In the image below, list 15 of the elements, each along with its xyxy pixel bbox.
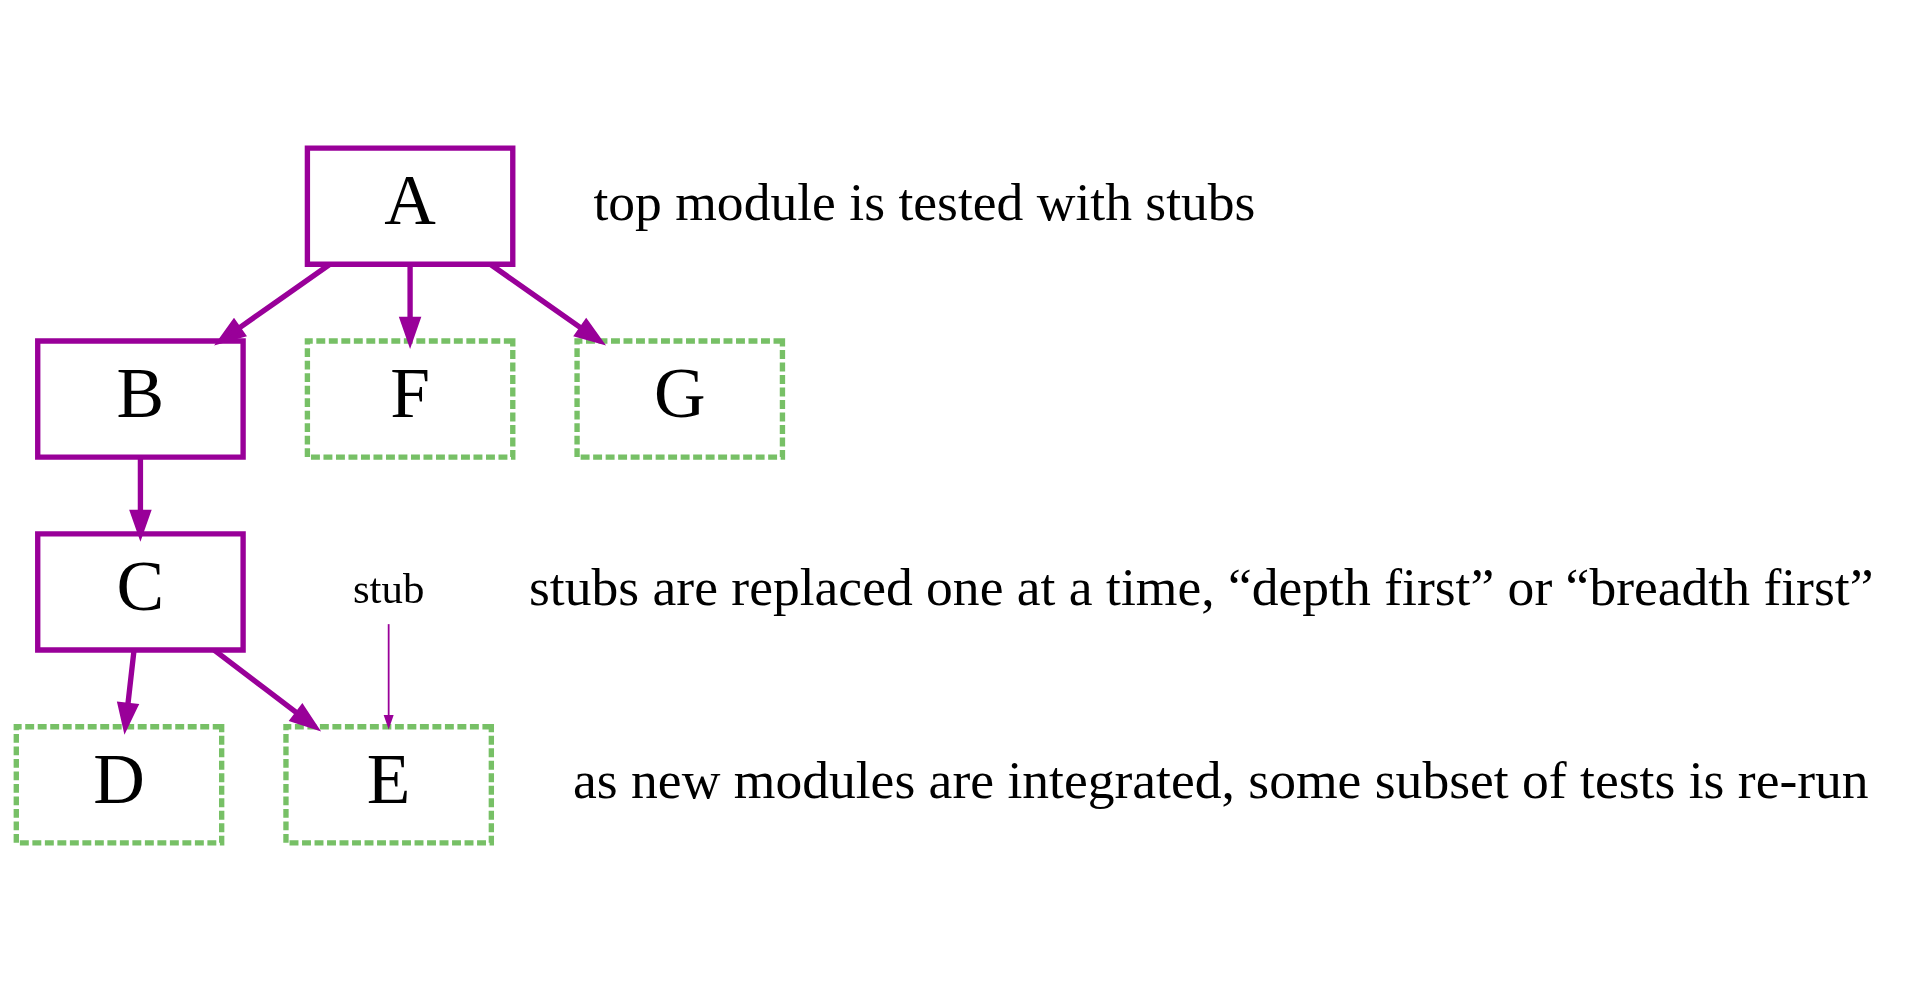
label: stubs are replaced one at a time, “depth first” or “breadth first” — [529, 557, 1874, 618]
arrow — [116, 649, 140, 735]
arrow — [383, 623, 394, 730]
node-box: B — [35, 338, 246, 460]
node-box: D — [13, 724, 225, 846]
node-box: E — [283, 724, 495, 846]
arrow — [129, 457, 152, 542]
node-text: stub — [352, 565, 425, 613]
node-box: C — [35, 531, 246, 653]
label: top module is tested with stubs — [593, 171, 1256, 232]
arrow — [398, 264, 422, 349]
node-box: F — [304, 338, 516, 460]
node-box: A — [304, 145, 516, 267]
label: as new modules are integrated, some subset of tests is re-run — [573, 750, 1869, 811]
node-box: G — [574, 338, 786, 460]
